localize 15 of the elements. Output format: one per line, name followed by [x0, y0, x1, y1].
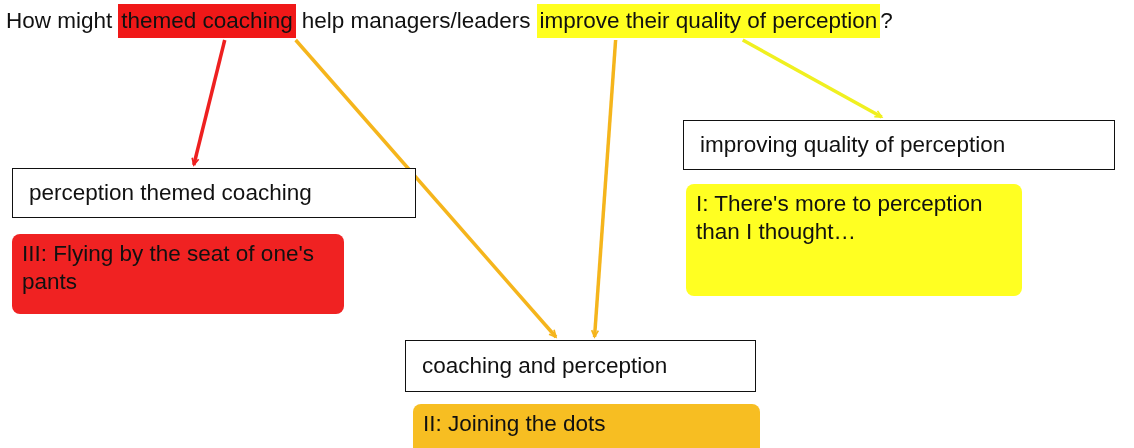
- topic-box: improving quality of perception: [683, 120, 1115, 170]
- arrow: [741, 38, 883, 119]
- question-text: ?: [880, 7, 893, 35]
- note-card: III: Flying by the seat of one's pants: [12, 234, 344, 314]
- topic-box: perception themed coaching: [12, 168, 416, 218]
- highlighted-phrase: themed coaching: [118, 4, 296, 38]
- arrow: [294, 38, 558, 339]
- note-card: II: Joining the dots: [413, 404, 760, 448]
- note-card: I: There's more to perception than I thought…: [686, 184, 1022, 296]
- arrow: [590, 39, 618, 338]
- question-text: help managers/leaders: [301, 7, 531, 35]
- highlighted-phrase: improve their quality of perception: [536, 4, 881, 38]
- topic-box: coaching and perception: [405, 340, 756, 392]
- arrow: [191, 39, 227, 166]
- question-text: How might: [6, 7, 113, 35]
